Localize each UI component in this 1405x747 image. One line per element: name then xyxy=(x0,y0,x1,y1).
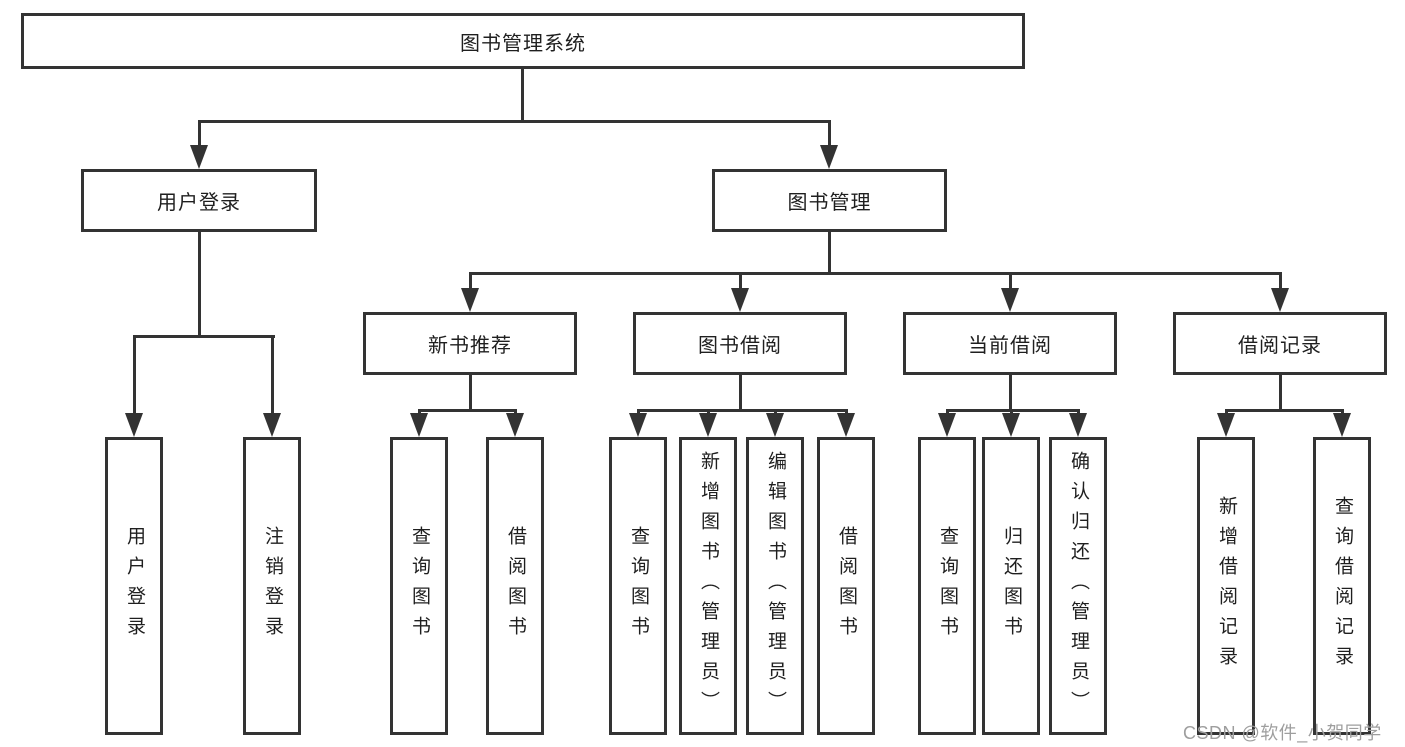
node-leaf-query-books: 查询图书 xyxy=(390,437,448,735)
connector-hline xyxy=(418,409,517,412)
node-leaf-return-books: 归还图书 xyxy=(982,437,1040,735)
connector-vline xyxy=(521,69,524,120)
csdn-watermark: CSDN @软件_小贺同学 xyxy=(1183,723,1382,743)
node-book-management: 图书管理 xyxy=(712,169,947,232)
node-leaf-query-books: 查询图书 xyxy=(918,437,976,735)
connector-vline xyxy=(271,335,274,414)
arrowhead-down-icon xyxy=(1271,288,1289,312)
connector-vline xyxy=(828,120,831,147)
connector-hline xyxy=(637,409,847,412)
arrowhead-down-icon xyxy=(190,145,208,169)
connector-vline xyxy=(133,335,136,414)
connector-hline xyxy=(1225,409,1344,412)
arrowhead-down-icon xyxy=(699,413,717,437)
node-new-book-recommendation: 新书推荐 xyxy=(363,312,577,375)
node-leaf-logout: 注销登录 xyxy=(243,437,301,735)
connector-hline xyxy=(946,409,1080,412)
arrowhead-down-icon xyxy=(125,413,143,437)
node-user-login: 用户登录 xyxy=(81,169,317,232)
connector-vline xyxy=(1279,375,1282,409)
node-leaf-confirm-return-admin: 确认归还（管理员） xyxy=(1049,437,1107,735)
connector-vline xyxy=(637,409,640,416)
connector-vline xyxy=(1009,272,1012,291)
arrowhead-down-icon xyxy=(1001,288,1019,312)
arrowhead-down-icon xyxy=(731,288,749,312)
connector-vline xyxy=(707,409,710,416)
connector-hline xyxy=(469,272,1282,275)
arrowhead-down-icon xyxy=(461,288,479,312)
node-leaf-query-borrow-record: 查询借阅记录 xyxy=(1313,437,1371,735)
connector-vline xyxy=(946,409,949,416)
arrowhead-down-icon xyxy=(766,413,784,437)
connector-vline xyxy=(739,375,742,409)
node-leaf-add-books-admin: 新增图书（管理员） xyxy=(679,437,737,735)
node-book-borrowing: 图书借阅 xyxy=(633,312,847,375)
connector-vline xyxy=(845,409,848,416)
node-leaf-borrow-books: 借阅图书 xyxy=(486,437,544,735)
arrowhead-down-icon xyxy=(263,413,281,437)
connector-vline xyxy=(1341,409,1344,416)
connector-vline xyxy=(1010,409,1013,416)
connector-vline xyxy=(198,232,201,335)
connector-vline xyxy=(469,375,472,409)
node-leaf-query-books: 查询图书 xyxy=(609,437,667,735)
connector-hline xyxy=(133,335,275,338)
arrowhead-down-icon xyxy=(837,413,855,437)
connector-vline xyxy=(418,409,421,416)
node-library-management-system: 图书管理系统 xyxy=(21,13,1025,69)
connector-vline xyxy=(774,409,777,416)
arrowhead-down-icon xyxy=(1069,413,1087,437)
arrowhead-down-icon xyxy=(938,413,956,437)
connector-vline xyxy=(1077,409,1080,416)
arrowhead-down-icon xyxy=(1333,413,1351,437)
connector-vline xyxy=(1279,272,1282,291)
node-leaf-borrow-books: 借阅图书 xyxy=(817,437,875,735)
connector-hline xyxy=(198,120,831,123)
node-leaf-edit-books-admin: 编辑图书（管理员） xyxy=(746,437,804,735)
arrowhead-down-icon xyxy=(410,413,428,437)
connector-vline xyxy=(1225,409,1228,416)
arrowhead-down-icon xyxy=(820,145,838,169)
connector-vline xyxy=(739,272,742,291)
node-leaf-user-login: 用户登录 xyxy=(105,437,163,735)
arrowhead-down-icon xyxy=(1002,413,1020,437)
connector-vline xyxy=(198,120,201,147)
node-leaf-add-borrow-record: 新增借阅记录 xyxy=(1197,437,1255,735)
node-borrowing-records: 借阅记录 xyxy=(1173,312,1387,375)
arrowhead-down-icon xyxy=(1217,413,1235,437)
connector-vline xyxy=(1009,375,1012,409)
connector-vline xyxy=(828,232,831,272)
arrowhead-down-icon xyxy=(629,413,647,437)
arrowhead-down-icon xyxy=(506,413,524,437)
connector-vline xyxy=(469,272,472,291)
node-current-borrowing: 当前借阅 xyxy=(903,312,1117,375)
connector-vline xyxy=(514,409,517,416)
